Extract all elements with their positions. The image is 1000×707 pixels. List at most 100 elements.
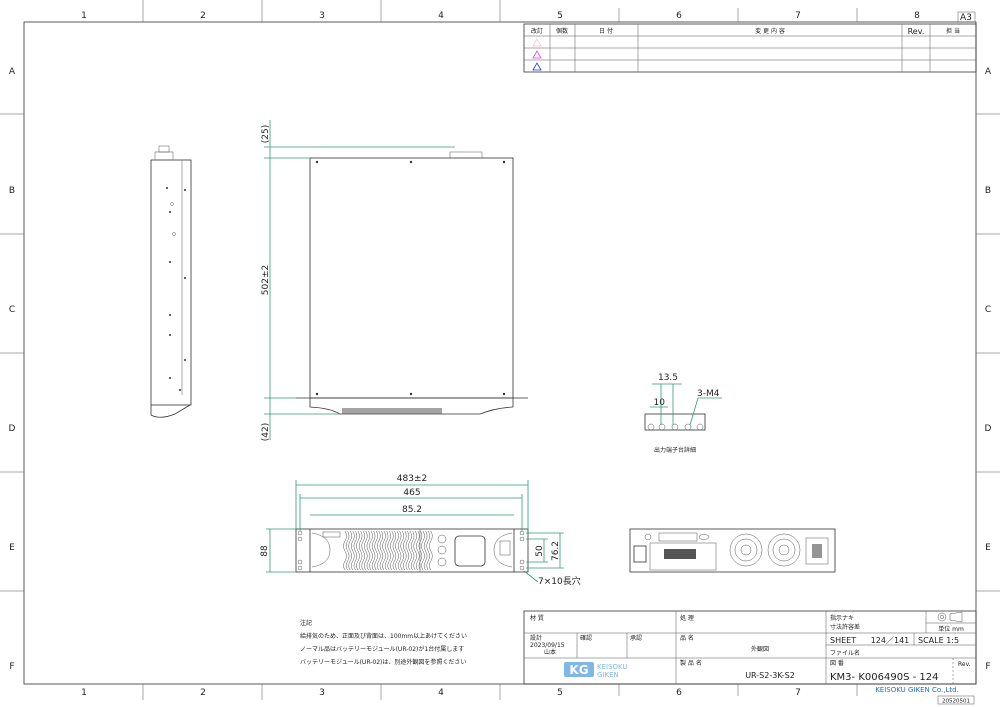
dim-rear-protrusion: (25) [261, 125, 271, 143]
vent-slot [400, 530, 404, 571]
vent-slot [429, 530, 433, 571]
note-line: ノーマル品はバッテリーモジュール(UR-02)が1台付属します [300, 645, 464, 653]
zone-row-label: E [9, 543, 15, 553]
vent-slot [371, 530, 376, 571]
zone-column-label: 6 [676, 688, 682, 698]
vent-slot [348, 530, 352, 571]
company-name: KEISOKU GIKEN Co.,Ltd. [875, 686, 959, 694]
revision-table: 改訂 個数 日 付 変 更 内 容 Rev. 担 当 [523, 23, 977, 73]
vent-slot [392, 530, 397, 571]
note-line: バッテリーモジュール(UR-02)は、別途外観図を参照ください [300, 658, 466, 666]
zone-column-label: 2 [200, 688, 206, 698]
zone-row-label: F [985, 662, 990, 672]
vent-slot [374, 530, 378, 571]
zone-column-label: 7 [795, 11, 801, 21]
vent-slot [345, 530, 350, 571]
vent-slot [351, 530, 355, 571]
dim-terminal-pitch-a: 13.5 [658, 373, 678, 383]
material-label: 材 質 [530, 614, 544, 622]
rev-header-date: 日 付 [599, 27, 613, 35]
revision-triangle-icon [532, 62, 542, 71]
side-view [150, 145, 192, 418]
zone-column-label: 3 [319, 688, 325, 698]
vent-slot [366, 530, 371, 571]
note-line: 給排気のため、正面及び背面は、100mm以上あけてください [300, 632, 467, 640]
vent-slot [410, 530, 415, 571]
zone-column-label: 1 [81, 11, 87, 21]
vent-slot [395, 530, 399, 571]
vent-slot [361, 530, 365, 571]
zone-column-label: 3 [319, 11, 325, 21]
vent-slot [369, 530, 373, 571]
designer: 山本 [544, 648, 556, 656]
rear-view [629, 528, 836, 573]
vent-slot [413, 530, 417, 571]
approve-label: 承認 [630, 634, 642, 642]
zone-row-label: C [9, 305, 15, 315]
projection-symbol-icon [937, 611, 963, 623]
product-name-label: 製 品 名 [680, 659, 702, 667]
scale: SCALE 1:5 [918, 636, 959, 645]
vent-slot [397, 530, 402, 571]
vent-slot [382, 530, 386, 571]
notes-heading: 注記 [300, 619, 312, 627]
drawing-frame [23, 21, 977, 685]
revision-triangle-icon [532, 38, 542, 47]
dim-overall-width: 483±2 [397, 474, 427, 484]
svg-text:KG: KG [569, 663, 588, 677]
zone-column-label: 1 [81, 688, 87, 698]
dim-front-protrusion: (42) [261, 423, 271, 441]
zone-row-label: F [9, 662, 14, 672]
rev-header-rev: Rev. [908, 27, 925, 36]
vent-slot [358, 530, 363, 571]
vent-slot [387, 530, 391, 571]
svg-text:GIKEN: GIKEN [597, 671, 619, 679]
vent-slot [377, 530, 381, 571]
front-view-dimensions: 483±2 465 85.2 88 50 76.2 7×10長穴 [260, 474, 581, 587]
dim-height: 88 [260, 545, 270, 557]
rev-header-count: 個数 [556, 27, 568, 35]
part-name-label: 品 名 [680, 634, 694, 642]
zone-column-label: 5 [557, 11, 563, 21]
tolerance-label-2: 寸法許容差 [830, 623, 860, 631]
vent-slot [356, 530, 360, 571]
vent-slot [423, 530, 428, 571]
zone-column-label: 7 [795, 688, 801, 698]
terminal-detail: 13.5 10 3-M4 出力端子台詳細 [644, 373, 722, 454]
form-code: 20520501 [942, 699, 970, 705]
treatment-label: 処 理 [680, 614, 694, 622]
dim-terminal-pitch-b: 10 [654, 398, 666, 408]
vent-slot [379, 530, 384, 571]
zone-row-label: E [985, 543, 991, 553]
dim-hole-pitch-inner: 50 [535, 545, 545, 557]
sheet-number: 124／141 [871, 636, 910, 645]
zone-row-label: B [985, 186, 991, 196]
top-view-dimensions: (25) 502±2 (42) [261, 120, 455, 441]
zone-column-label: 5 [557, 688, 563, 698]
vent-slot [403, 530, 407, 571]
vent-slot [408, 530, 412, 571]
file-name-label: ファイル名 [830, 649, 860, 657]
vent-slot [416, 530, 420, 571]
vent-slot [390, 530, 394, 571]
vent-slot [426, 530, 430, 571]
dim-terminal-screw: 3-M4 [697, 389, 720, 399]
dim-slot: 7×10長穴 [538, 575, 581, 587]
zone-row-label: A [985, 67, 992, 77]
vent-slot [384, 530, 389, 571]
tolerance-label-1: 指示ナキ [830, 614, 854, 622]
design-label: 設計 [530, 634, 542, 642]
zone-column-label: 8 [914, 11, 920, 21]
notes: 注記 給排気のため、正面及び背面は、100mm以上あけてください ノーマル品はバ… [300, 619, 467, 666]
dim-mount-pitch: 465 [403, 488, 420, 498]
title-block: 材 質 処 理 指示ナキ 寸法許容差 単位 mm 設計 2023/09/15 山… [523, 610, 977, 685]
rev-header-revision: 改訂 [531, 27, 543, 35]
zone-column-label: 6 [676, 11, 682, 21]
rev-label: Rev. [958, 661, 971, 668]
sheet-size: A3 [960, 13, 972, 23]
product-name: UR-S2-3K-S2 [745, 671, 795, 680]
dim-depth: 502±2 [261, 265, 271, 295]
zone-row-label: C [985, 305, 991, 315]
